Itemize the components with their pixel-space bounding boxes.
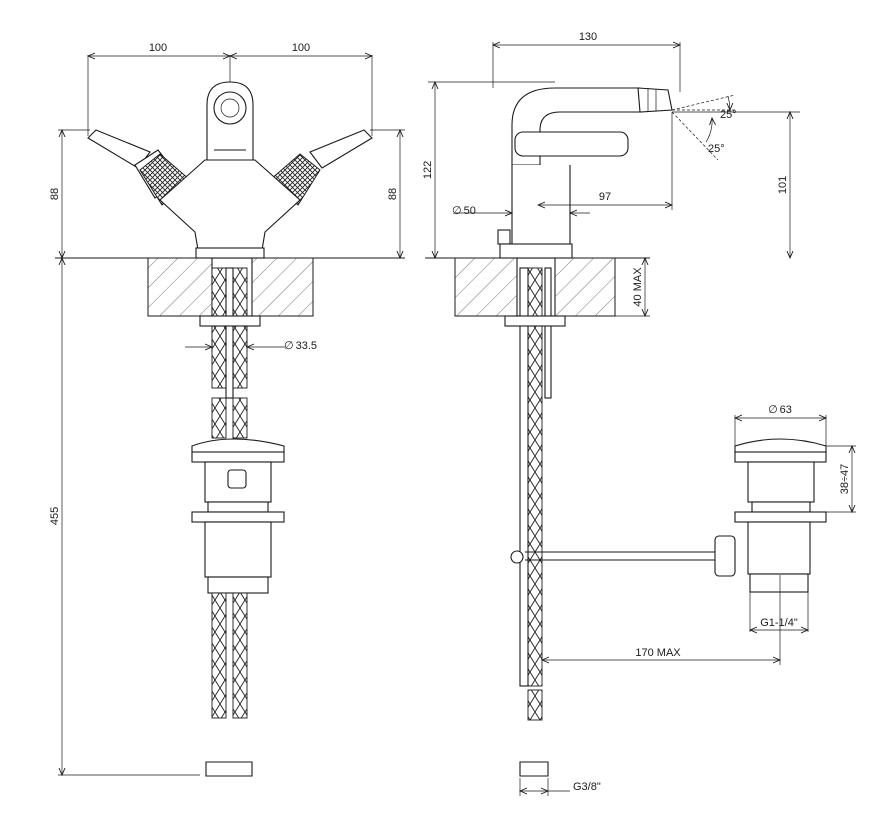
- dim-width-right: 100: [292, 42, 310, 54]
- side-view: 130 122 101 25° 25° ∅50 97 40 MAX ∅63 38…: [422, 31, 856, 796]
- dim-waste-thread: G1-1/4": [760, 617, 798, 629]
- base-plate: [195, 247, 265, 259]
- dim-spout-height: 101: [777, 176, 789, 194]
- tail-rod: [225, 267, 234, 399]
- dim-height-right: 88: [387, 188, 399, 200]
- hose-right: [232, 267, 248, 389]
- dim-height-left: 88: [49, 188, 61, 200]
- rod-side: [519, 267, 529, 687]
- hose-end-front: [205, 761, 253, 777]
- hose-end-side: [519, 761, 549, 777]
- dim-reach: 130: [579, 31, 597, 43]
- dim-width-left: 100: [149, 42, 167, 54]
- aerator-side: [637, 87, 673, 113]
- dim-total-length: 455: [49, 507, 61, 525]
- waste-side: [734, 438, 827, 593]
- dim-base-dia: ∅50: [452, 205, 476, 217]
- dim-waste-height: 38÷47: [839, 464, 851, 495]
- front-view: 100 100 88 88 455 ∅33.5: [49, 42, 405, 777]
- dim-waste-dia: ∅63: [768, 404, 792, 416]
- lever-side: [514, 131, 629, 157]
- dim-angle-down: 25°: [708, 143, 725, 155]
- dim-hose-thread: G3/8": [573, 781, 601, 793]
- dim-deck-max: 40 MAX: [632, 267, 644, 307]
- dim-angle-up: 25°: [720, 109, 737, 121]
- dim-total-height: 122: [422, 161, 434, 179]
- lock-nut: [199, 315, 261, 327]
- aerator-front: [213, 91, 247, 125]
- dim-spout-reach: 97: [599, 191, 611, 203]
- dim-rod-length: 170 MAX: [635, 647, 681, 659]
- waste-front: [191, 438, 285, 594]
- pivot-clip: [714, 535, 736, 577]
- hose-side: [527, 267, 543, 687]
- left-handle: [87, 129, 191, 206]
- hose-left: [211, 267, 227, 389]
- base-side: [499, 243, 573, 259]
- right-handle: [269, 129, 373, 206]
- dim-tail-dia: ∅33.5: [284, 340, 317, 352]
